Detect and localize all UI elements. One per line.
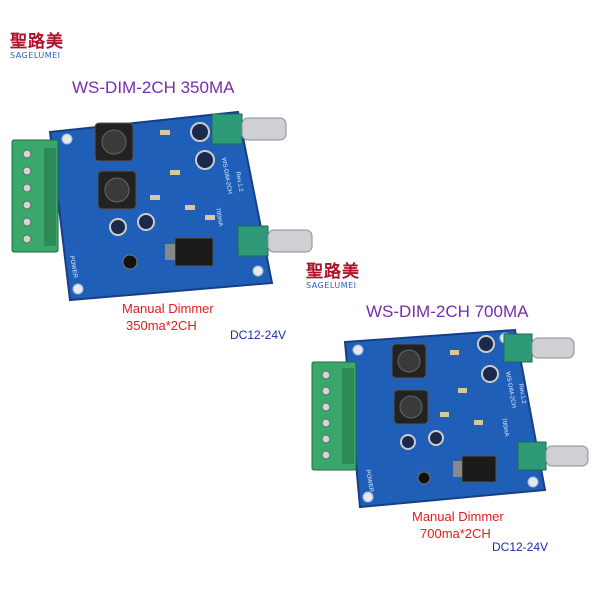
capacitor xyxy=(400,434,416,450)
brand-logo-cn: 聖路美 xyxy=(10,32,64,52)
capacitor xyxy=(428,430,444,446)
knob-shaft-icon xyxy=(545,445,589,467)
knob-shaft-icon xyxy=(241,117,287,141)
power-led xyxy=(417,471,431,485)
brand-logo-cn: 聖路美 xyxy=(306,262,360,282)
product1-desc-line1: Manual Dimmer xyxy=(122,301,214,316)
potentiometer-base xyxy=(237,225,269,257)
silk-power: POWER xyxy=(364,469,374,493)
silk-current: 700mA xyxy=(214,207,223,227)
mount-hole xyxy=(527,476,539,488)
product2-title: WS-DIM-2CH 700MA xyxy=(366,302,529,321)
product1-desc-line2: 350ma*2CH xyxy=(126,318,197,333)
potentiometer-base xyxy=(503,333,533,363)
capacitor xyxy=(195,150,215,170)
potentiometer-base xyxy=(517,441,547,471)
capacitor xyxy=(477,335,495,353)
mount-hole xyxy=(61,133,73,145)
capacitor xyxy=(481,365,499,383)
mount-hole xyxy=(252,265,264,277)
brand-logo-top: 聖路美 SAGELUMEI xyxy=(10,32,70,61)
silk-current: 700mA xyxy=(500,417,509,437)
product1-desc: Manual Dimmer 350ma*2CH xyxy=(122,300,214,334)
knob-shaft-icon xyxy=(267,229,313,253)
product1-title: WS-DIM-2CH 350MA xyxy=(72,78,235,97)
brand-logo-mid: 聖路美 SAGELUMEI xyxy=(306,262,366,291)
product2-desc-line2: 700ma*2CH xyxy=(420,526,491,541)
silk-power: POWER xyxy=(68,255,78,279)
capacitor xyxy=(190,122,210,142)
silk-rev: Rev.1.2 xyxy=(234,171,244,193)
power-led xyxy=(122,254,138,270)
brand-logo-en: SAGELUMEI xyxy=(10,51,61,60)
product2-voltage: DC12-24V xyxy=(492,540,549,554)
knob-shaft-icon xyxy=(531,337,575,359)
regulator-chip xyxy=(461,455,497,483)
mount-hole xyxy=(72,283,84,295)
capacitor xyxy=(137,213,155,231)
product2-desc: Manual Dimmer 700ma*2CH xyxy=(412,508,504,542)
product2-desc-line1: Manual Dimmer xyxy=(412,509,504,524)
product1-voltage: DC12-24V xyxy=(230,328,287,342)
brand-logo-en: SAGELUMEI xyxy=(306,281,357,290)
mount-hole xyxy=(352,344,364,356)
silk-rev: Rev.1.2 xyxy=(517,383,527,405)
capacitor xyxy=(109,218,127,236)
mount-hole xyxy=(362,491,374,503)
